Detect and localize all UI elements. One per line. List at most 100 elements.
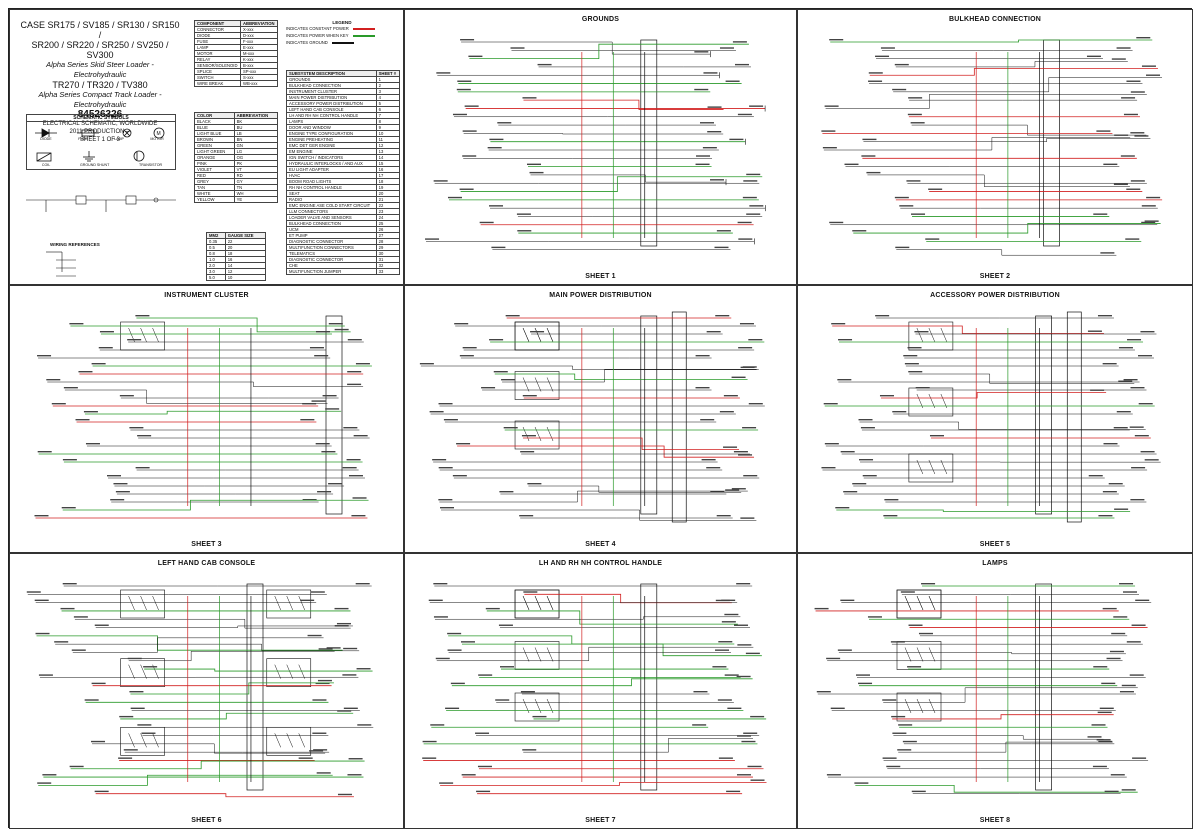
wire-label-mark (1140, 451, 1155, 453)
wire-label-mark (334, 607, 349, 610)
wire (38, 774, 333, 786)
wire-label-mark (457, 80, 472, 82)
wire-label-mark (745, 652, 760, 655)
wire-label-mark (34, 599, 49, 602)
wire-label-mark (94, 624, 109, 626)
wire-label-mark (123, 749, 138, 751)
wire-label-mark (1123, 113, 1138, 116)
switch-contact (522, 377, 530, 392)
wire-label-mark (42, 774, 57, 776)
wire-label-mark (692, 724, 707, 726)
wire-label-mark (1114, 508, 1129, 510)
wire-label-mark (54, 641, 69, 643)
wire-label-mark (315, 443, 330, 445)
panel-main-power-distribution: MAIN POWER DISTRIBUTION SHEET 4 (404, 285, 797, 553)
wire (867, 174, 1130, 187)
wire (836, 509, 1131, 512)
wire-label-mark (741, 740, 756, 743)
connector-block (640, 583, 658, 791)
panel-bulkhead-connection: BULKHEAD CONNECTION SHEET 2 (797, 9, 1193, 285)
wire (440, 782, 767, 786)
wire-label-mark (743, 180, 758, 182)
wire-label-mark (462, 347, 477, 349)
wire-label-mark (699, 122, 714, 124)
wire-label-mark (1093, 666, 1108, 668)
wire-label-mark (906, 180, 921, 182)
wire-label-mark (529, 171, 544, 174)
wire-label-mark (702, 147, 717, 149)
panel-title: ACCESSORY POWER DISTRIBUTION (930, 292, 1060, 299)
wire-label-mark (868, 72, 883, 74)
wire-label-mark (113, 483, 128, 485)
relay-box (514, 371, 560, 400)
wire-label-mark (1087, 330, 1102, 332)
wire-label-mark (307, 634, 322, 637)
switch-contact (928, 698, 936, 714)
wire-label-mark (435, 657, 450, 660)
wire-label-mark (310, 591, 325, 593)
switch-contact (928, 459, 936, 475)
wire-label-mark (78, 371, 93, 373)
sheet-info: SHEET 1 OF 3 (80, 137, 120, 143)
wire-label-mark (719, 47, 734, 49)
panel-title: INSTRUMENT CLUSTER (164, 292, 249, 299)
wire-label-mark (908, 624, 923, 626)
panel-title: MAIN POWER DISTRIBUTION (549, 292, 652, 299)
wire-label-mark (879, 395, 894, 397)
wire-label-mark (1088, 475, 1103, 477)
wire-label-mark (309, 750, 324, 752)
wire-label-mark (837, 379, 852, 381)
wire-label-mark (1130, 91, 1145, 93)
wire-label-mark (731, 488, 746, 490)
switch-contact (128, 733, 135, 748)
wire (523, 738, 754, 753)
connector-block (1035, 583, 1052, 791)
wire (898, 741, 1113, 753)
switch-contact (152, 595, 159, 611)
wire-label-mark (1102, 363, 1117, 365)
panel-grounds: GROUNDS SHEET 1 (404, 9, 797, 285)
wire-label-mark (464, 105, 479, 107)
table-cell: HYDRAULIC INTERLOCKS / AND AUX (286, 160, 377, 167)
wire-label-mark (1130, 499, 1145, 501)
wire-label-mark (1113, 183, 1128, 186)
wire-label-mark (443, 419, 458, 421)
wire-label-mark (1130, 180, 1145, 182)
table-cell: YELLOW (194, 196, 235, 203)
switch-contact (140, 733, 147, 748)
legend-item: INDICATES CONSTANT POWER (286, 25, 398, 32)
wire-label-mark (119, 715, 134, 718)
wire-label-mark (532, 715, 547, 718)
wire-label-mark (343, 427, 358, 429)
table-cell: ACCESSORY POWER DISTRIBUTION (286, 100, 377, 107)
wire-label-mark (456, 88, 471, 91)
wire-label-mark (115, 491, 130, 493)
relay-box (266, 589, 312, 619)
symbols-header: SCHEMATIC SYMBOLS (27, 115, 175, 122)
wire-label-mark (343, 647, 358, 650)
wire-label-mark (1140, 331, 1155, 333)
wire-label-mark (317, 679, 332, 682)
wire-label-mark (342, 467, 357, 469)
wire-label-mark (91, 682, 106, 685)
wire-label-mark (1141, 205, 1156, 207)
wire-label-mark (1146, 74, 1161, 76)
panel-lamps: LAMPS SHEET 8 (797, 553, 1193, 829)
wire-label-mark (456, 443, 471, 445)
wire-label-mark (510, 47, 525, 49)
wire-label-mark (60, 607, 75, 610)
wire-label-mark (844, 163, 859, 166)
wire-label-mark (858, 419, 873, 421)
wire-label-mark (519, 515, 534, 517)
wire-label-mark (696, 155, 711, 157)
wire-label-mark (347, 339, 362, 341)
switch-contact (546, 595, 554, 611)
wire (486, 610, 738, 625)
wire-label-mark (748, 403, 763, 405)
wire (883, 687, 1138, 703)
switch-contact (546, 426, 554, 442)
wire-label-mark (143, 666, 158, 668)
wire-label-mark (485, 607, 500, 610)
wire-label-mark (445, 707, 460, 710)
wire-label-mark (98, 347, 113, 349)
